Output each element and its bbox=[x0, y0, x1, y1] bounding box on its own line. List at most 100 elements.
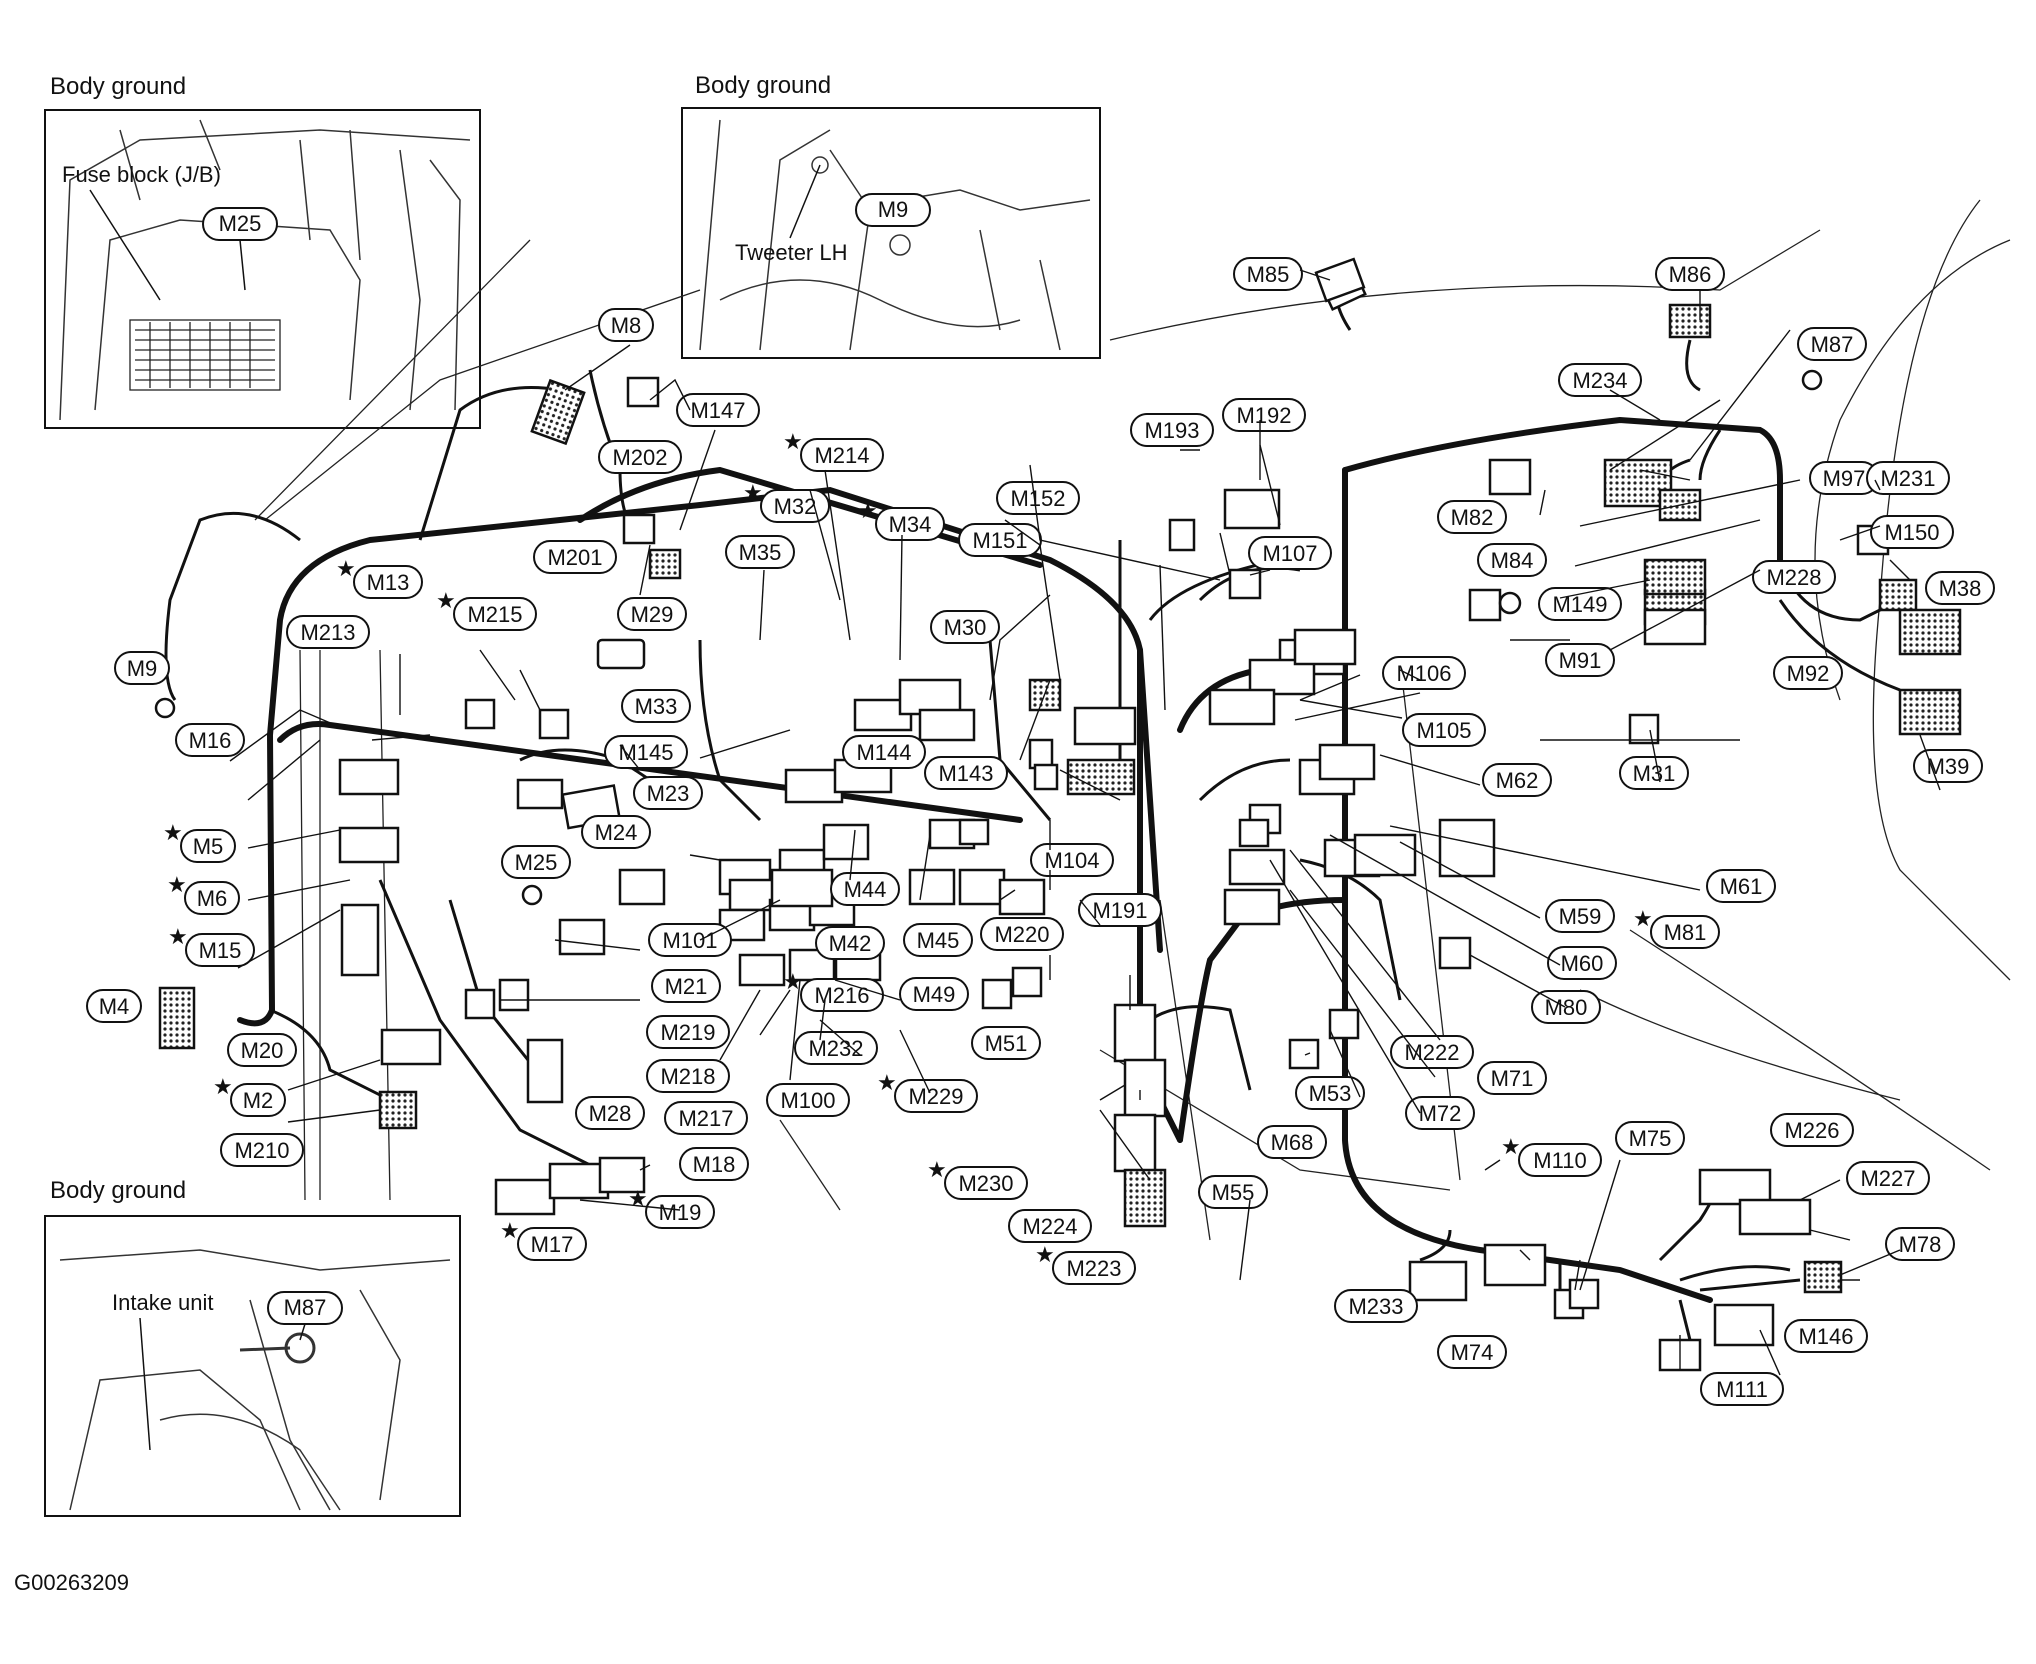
inset-tweeter: Body ground M9 Tweeter LH bbox=[681, 72, 1101, 359]
connector-id: M227 bbox=[1860, 1166, 1915, 1191]
connector-oval bbox=[175, 723, 245, 757]
connector-label-M150: M150 bbox=[1870, 515, 1954, 549]
connector-label-M42: M42 bbox=[815, 926, 885, 960]
connector-id: M9 bbox=[127, 656, 158, 681]
connector-oval bbox=[1913, 749, 1983, 783]
connector-id: M229 bbox=[908, 1084, 963, 1109]
connector-oval bbox=[996, 481, 1080, 515]
connector-oval bbox=[1784, 1319, 1868, 1353]
connector-oval bbox=[930, 610, 1000, 644]
connector-id: M72 bbox=[1419, 1101, 1462, 1126]
connector-oval bbox=[800, 438, 884, 472]
connector-oval bbox=[227, 1033, 297, 1067]
connector-label-M220: M220 bbox=[980, 917, 1064, 951]
connector-id: M219 bbox=[660, 1020, 715, 1045]
connector-label-M25: M25 bbox=[501, 845, 571, 879]
connector-id: M104 bbox=[1044, 848, 1099, 873]
connector-label-M49: M49 bbox=[899, 977, 969, 1011]
connector-label-M2: M2★ bbox=[213, 1074, 286, 1117]
connector-oval bbox=[1402, 713, 1486, 747]
connector-label-M223: M223★ bbox=[1035, 1242, 1136, 1285]
connector-id: M38 bbox=[1939, 576, 1982, 601]
connector-id: M19 bbox=[659, 1200, 702, 1225]
connector-id: M32 bbox=[774, 494, 817, 519]
connector-oval bbox=[725, 535, 795, 569]
star-marker: ★ bbox=[783, 969, 803, 994]
connector-id: M86 bbox=[1669, 262, 1712, 287]
connector-oval bbox=[899, 977, 969, 1011]
connector-oval bbox=[1334, 1289, 1418, 1323]
star-marker: ★ bbox=[163, 820, 183, 845]
connector-label-M104: M104 bbox=[1030, 843, 1114, 877]
svg-text:M25: M25 bbox=[219, 211, 262, 236]
connector-id: M29 bbox=[631, 602, 674, 627]
callout-intake: Intake unit bbox=[112, 1290, 214, 1315]
connector-label-M19: M19 ★ bbox=[628, 1186, 715, 1229]
connector-oval bbox=[1752, 560, 1836, 594]
connector-oval bbox=[648, 923, 732, 957]
connector-id: M60 bbox=[1561, 951, 1604, 976]
connector-label-M4: M4 bbox=[86, 989, 142, 1023]
connector-label-M152: M152 bbox=[996, 481, 1080, 515]
connector-oval bbox=[1248, 536, 1332, 570]
connector-bodies bbox=[158, 257, 1962, 1372]
connector-label-M75: M75 bbox=[1615, 1121, 1685, 1155]
connector-id: M202 bbox=[612, 445, 667, 470]
connector-label-M34: M34★ bbox=[858, 498, 945, 541]
connector-id: M191 bbox=[1092, 898, 1147, 923]
connector-id: M106 bbox=[1396, 661, 1451, 686]
connector-label-M144: M144 bbox=[842, 735, 926, 769]
connector-oval bbox=[1545, 643, 1615, 677]
connector-id: M24 bbox=[595, 820, 638, 845]
connector-label-M82: M82 bbox=[1437, 500, 1507, 534]
inset-fuse-block: Body ground Fuse block (J/B) M25 bbox=[44, 73, 481, 429]
connector-id: M111 bbox=[1716, 1377, 1768, 1402]
connector-id: M216 bbox=[814, 983, 869, 1008]
star-marker: ★ bbox=[628, 1186, 648, 1211]
connector-oval bbox=[1885, 1227, 1955, 1261]
ground-terminals bbox=[154, 369, 1823, 906]
connector-oval bbox=[651, 969, 721, 1003]
connector-label-M86: M86 bbox=[1655, 257, 1725, 291]
connector-label-M17: M17★ bbox=[500, 1218, 587, 1261]
connector-label-M145: M145 bbox=[604, 735, 688, 769]
connector-oval bbox=[679, 1147, 749, 1181]
connector-label-M151: M151 bbox=[958, 523, 1042, 557]
connector-oval bbox=[598, 308, 654, 342]
connector-id: M33 bbox=[635, 694, 678, 719]
connector-oval bbox=[794, 1031, 878, 1065]
star-marker: ★ bbox=[500, 1218, 520, 1243]
connector-oval bbox=[1390, 1035, 1474, 1069]
connector-id: M31 bbox=[1633, 761, 1676, 786]
connector-oval bbox=[1846, 1161, 1930, 1195]
connector-id: M2 bbox=[243, 1088, 274, 1113]
svg-text:M87: M87 bbox=[284, 1295, 327, 1320]
connector-label-M111: M111 bbox=[1700, 1372, 1784, 1406]
connector-id: M218 bbox=[660, 1064, 715, 1089]
connector-oval bbox=[1382, 656, 1466, 690]
connector-id: M30 bbox=[944, 615, 987, 640]
connector-label-M191: M191 bbox=[1078, 893, 1162, 927]
connector-oval bbox=[1052, 1251, 1136, 1285]
connector-label-M23: M23 bbox=[633, 776, 703, 810]
connector-oval bbox=[971, 1026, 1041, 1060]
connector-label-M218: M218 bbox=[646, 1059, 730, 1093]
callout-tweeter: Tweeter LH bbox=[735, 240, 848, 265]
connector-oval bbox=[875, 507, 945, 541]
connector-id: M151 bbox=[972, 528, 1027, 553]
connector-id: M28 bbox=[589, 1101, 632, 1126]
connector-oval bbox=[114, 651, 170, 685]
connector-id: M87 bbox=[1811, 332, 1854, 357]
branch-wires bbox=[164, 279, 1901, 1341]
connector-oval bbox=[633, 776, 703, 810]
connector-label-M85: M85 bbox=[1233, 257, 1303, 291]
connector-id: M150 bbox=[1884, 520, 1939, 545]
connector-id: M100 bbox=[780, 1088, 835, 1113]
connector-label-M107: M107 bbox=[1248, 536, 1332, 570]
connector-label-M214: M214★ bbox=[783, 429, 884, 472]
connector-id: M59 bbox=[1559, 904, 1602, 929]
connector-id: M53 bbox=[1309, 1081, 1352, 1106]
connector-oval bbox=[1773, 656, 1843, 690]
connector-id: M152 bbox=[1010, 486, 1065, 511]
star-marker: ★ bbox=[877, 1070, 897, 1095]
